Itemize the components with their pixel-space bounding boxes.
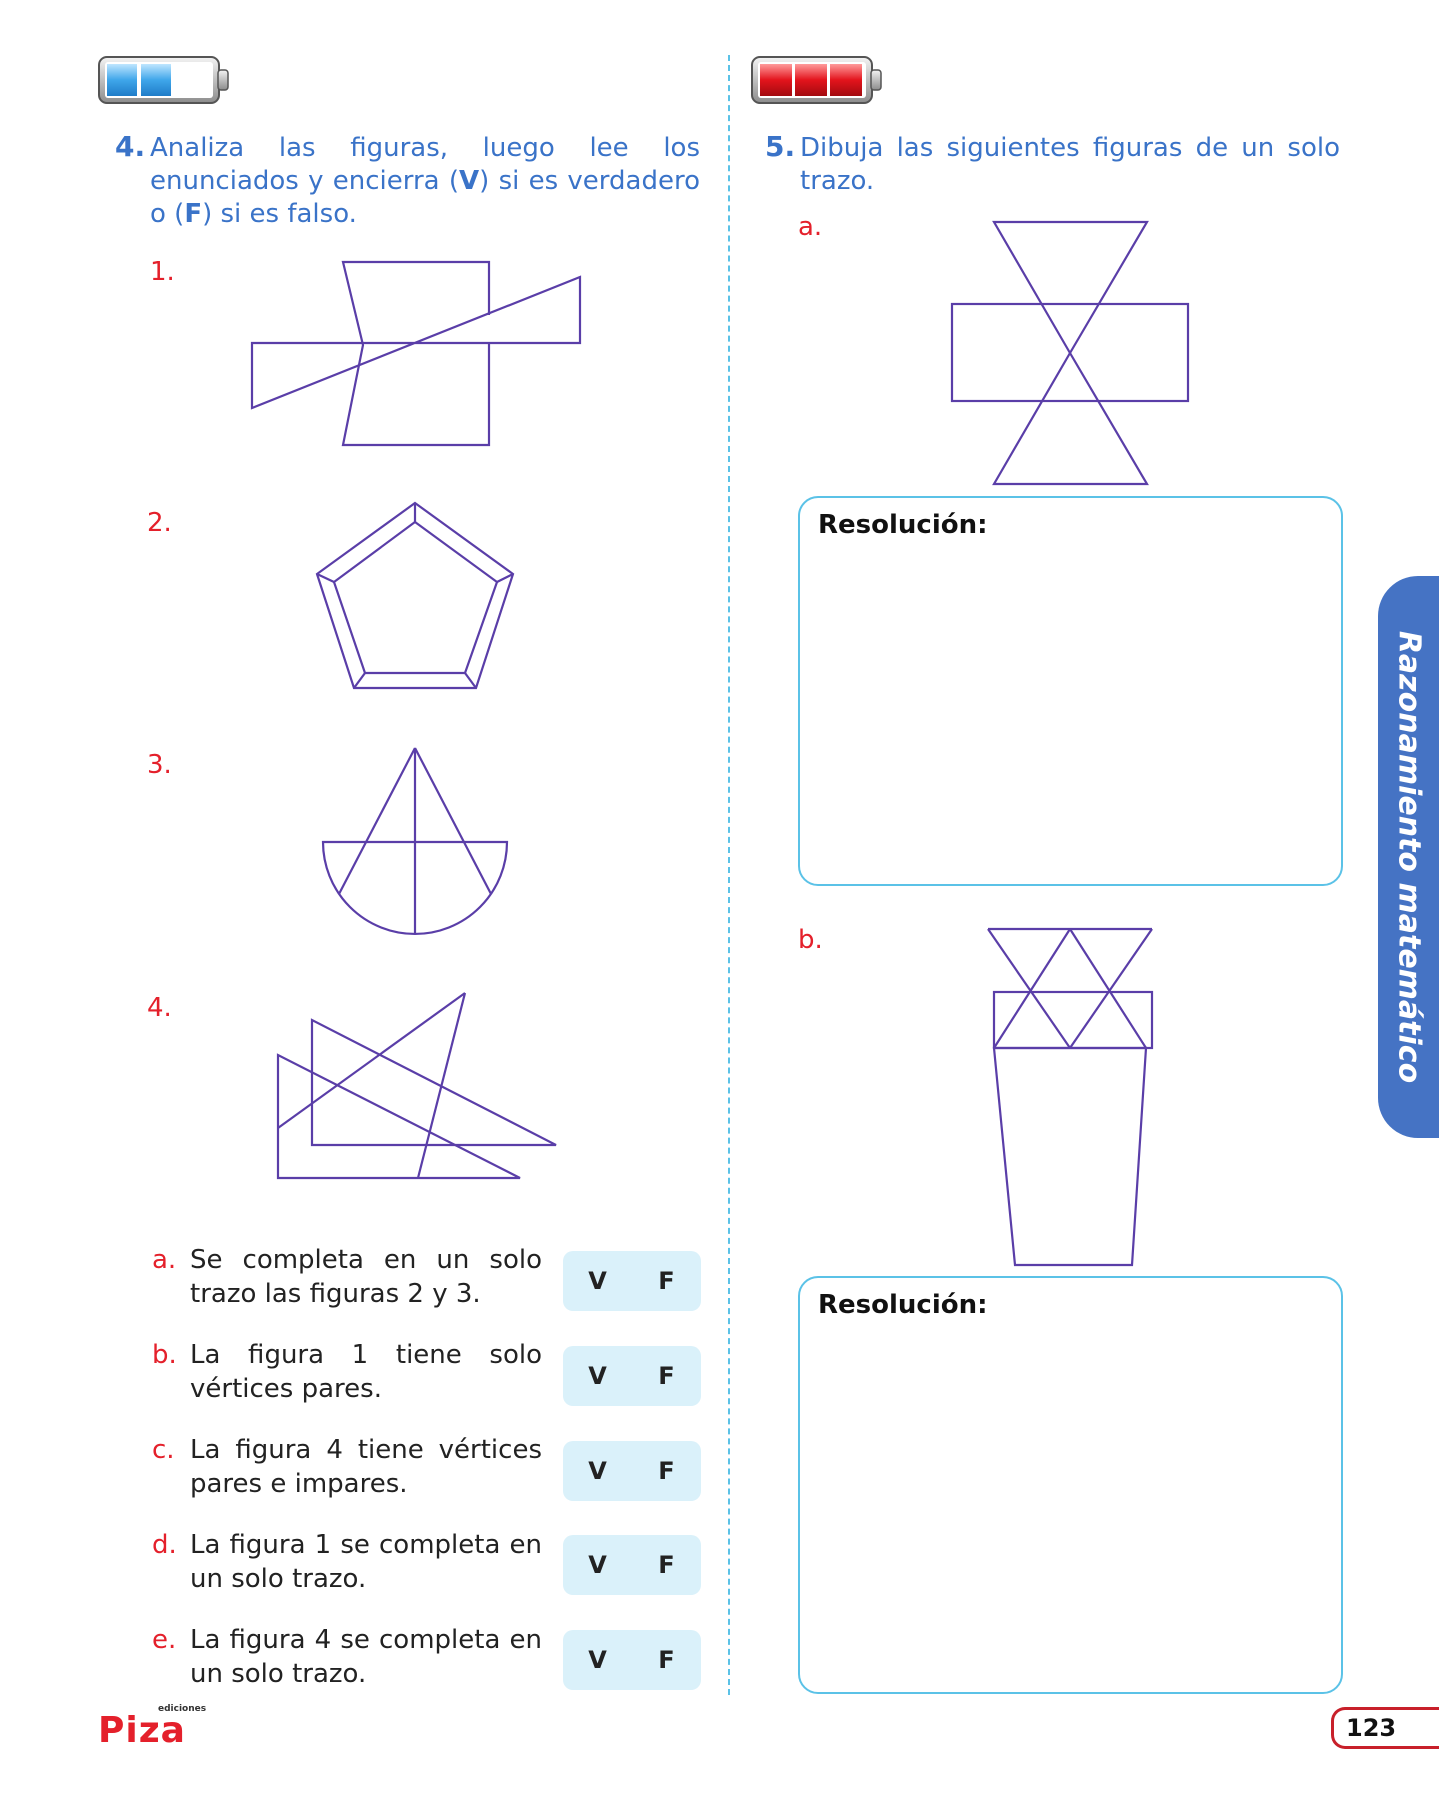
true-option[interactable]: V xyxy=(588,1551,607,1579)
resolution-box-b[interactable]: Resolución: xyxy=(798,1276,1343,1694)
statement-letter: c. xyxy=(152,1435,175,1465)
vf-choice-b: V F xyxy=(563,1346,701,1406)
battery-level-2-icon xyxy=(98,56,229,104)
statement-letter: b. xyxy=(152,1340,177,1370)
resolution-label: Resolución: xyxy=(818,510,988,540)
statement-b: b. La figura 1 tiene solo vértices pares… xyxy=(152,1338,542,1406)
resolution-box-a[interactable]: Resolución: xyxy=(798,496,1343,886)
statement-text: Se completa en un solo trazo las figuras… xyxy=(190,1245,542,1309)
false-option[interactable]: F xyxy=(658,1551,675,1579)
statement-d: d. La figura 1 se completa en un solo tr… xyxy=(152,1528,542,1596)
false-option[interactable]: F xyxy=(658,1362,675,1390)
figure-3-label: 3. xyxy=(147,750,172,780)
part-a-label: a. xyxy=(798,212,823,242)
statement-letter: d. xyxy=(152,1530,177,1560)
figure-2-drawing xyxy=(315,501,515,690)
statement-c: c. La figura 4 tiene vértices pares e im… xyxy=(152,1433,542,1501)
vf-choice-c: V F xyxy=(563,1441,701,1501)
column-divider xyxy=(728,55,730,1695)
logo-main: Piza xyxy=(98,1710,186,1751)
false-option[interactable]: F xyxy=(658,1457,675,1485)
true-option[interactable]: V xyxy=(588,1457,607,1485)
v-marker: V xyxy=(459,166,480,196)
f-marker: F xyxy=(184,199,203,229)
true-option[interactable]: V xyxy=(588,1646,607,1674)
figure-1-label: 1. xyxy=(150,257,175,287)
question-5-number: 5. xyxy=(765,130,796,163)
statement-letter: e. xyxy=(152,1625,177,1655)
page-number: 123 xyxy=(1331,1707,1439,1749)
vf-choice-e: V F xyxy=(563,1630,701,1690)
statement-letter: a. xyxy=(152,1245,177,1275)
true-option[interactable]: V xyxy=(588,1362,607,1390)
false-option[interactable]: F xyxy=(658,1646,675,1674)
figure-3-drawing xyxy=(321,747,509,936)
figure-1-drawing xyxy=(250,260,582,447)
figure-4-label: 4. xyxy=(147,993,172,1023)
statement-a: a. Se completa en un solo trazo las figu… xyxy=(152,1243,542,1311)
statement-text: La figura 1 se completa en un solo trazo… xyxy=(190,1530,542,1594)
logo-sub: ediciones xyxy=(158,1704,207,1714)
question-4-number: 4. xyxy=(115,130,146,163)
section-tab: Razonamiento matemático xyxy=(1378,576,1439,1138)
vf-choice-a: V F xyxy=(563,1251,701,1311)
figure-a-drawing xyxy=(950,220,1190,486)
statement-text: La figura 4 se completa en un solo trazo… xyxy=(190,1625,542,1689)
battery-level-3-icon xyxy=(751,56,882,104)
figure-4-drawing xyxy=(276,992,557,1180)
statement-text: La figura 1 tiene solo vértices pares. xyxy=(190,1340,542,1404)
statement-text: La figura 4 tiene vértices pares e impar… xyxy=(190,1435,542,1499)
statement-e: e. La figura 4 se completa en un solo tr… xyxy=(152,1623,542,1691)
vf-choice-d: V F xyxy=(563,1535,701,1595)
section-tab-label: Razonamiento matemático xyxy=(1391,630,1426,1084)
question-4-text: Analiza las figuras, luego lee los enunc… xyxy=(150,133,700,229)
figure-b-drawing xyxy=(987,927,1154,1267)
part-b-label: b. xyxy=(798,925,823,955)
true-option[interactable]: V xyxy=(588,1267,607,1295)
publisher-logo: Piza ediciones xyxy=(98,1704,206,1751)
resolution-label: Resolución: xyxy=(818,1290,988,1320)
false-option[interactable]: F xyxy=(658,1267,675,1295)
question-5-text: Dibuja las siguientes figuras de un solo… xyxy=(800,133,1340,196)
figure-2-label: 2. xyxy=(147,508,172,538)
